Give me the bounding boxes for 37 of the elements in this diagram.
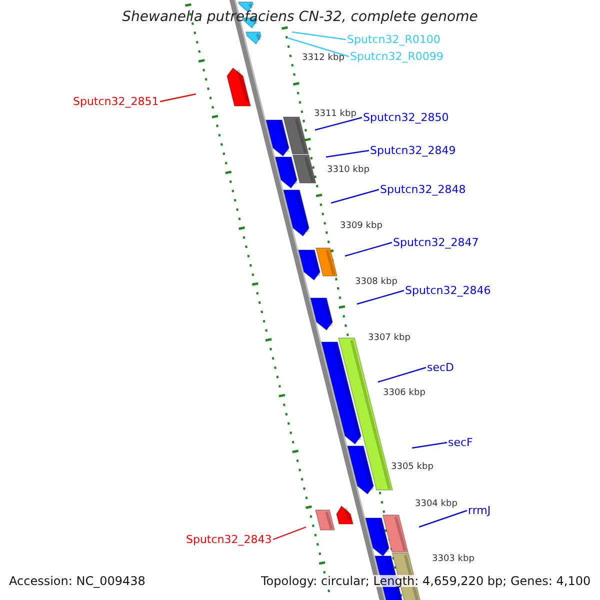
gene-label: Sputcn32_R0100 — [347, 34, 440, 45]
scale-label: 3304 kbp — [415, 500, 458, 509]
gene-label: Sputcn32_2846 — [405, 285, 491, 296]
gene-label: Sputcn32_2851 — [73, 96, 159, 107]
leader-line — [418, 510, 468, 528]
scale-label: 3306 kbp — [383, 389, 426, 398]
gene-label: secF — [448, 437, 473, 448]
leader-line — [330, 188, 380, 204]
scale-label: 3307 kbp — [368, 334, 410, 343]
leader-line — [160, 93, 196, 102]
leader-line — [292, 31, 346, 40]
scale-label: 3311 kbp — [314, 110, 356, 119]
leader-line — [272, 526, 306, 540]
scale-label: 3310 kbp — [327, 166, 370, 175]
gene-label: rrmJ — [468, 505, 491, 516]
leader-line — [288, 37, 350, 58]
scale-label: 3312 kbp — [302, 54, 344, 63]
scale-label: 3308 kbp — [355, 278, 398, 287]
gene-label: Sputcn32_2849 — [370, 145, 456, 156]
gene-label: Sputcn32_2843 — [186, 534, 272, 545]
accession-text: Accession: NC_009438 — [9, 575, 146, 587]
gene-label: Sputcn32_2848 — [380, 184, 466, 195]
gene-label: Sputcn32_R0099 — [350, 51, 444, 62]
gene-label: Sputcn32_2850 — [363, 112, 449, 123]
leader-line — [326, 150, 370, 158]
map-title: Shewanella putrefaciens CN-32, complete genome — [121, 10, 479, 24]
leader-line — [356, 290, 404, 305]
leader-line — [412, 442, 448, 449]
leader-line — [378, 366, 426, 383]
leader-line — [344, 242, 392, 257]
scale-label: 3305 kbp — [391, 463, 434, 472]
leader-line — [314, 116, 362, 131]
gene-label: Sputcn32_2847 — [393, 237, 479, 248]
scale-label: 3303 kbp — [432, 555, 474, 564]
scale-label: 3309 kbp — [340, 222, 382, 231]
gene-label: secD — [427, 362, 454, 373]
genome-info-text: Topology: circular; Length: 4,659,220 bp; Genes: 4,100 — [261, 575, 591, 587]
